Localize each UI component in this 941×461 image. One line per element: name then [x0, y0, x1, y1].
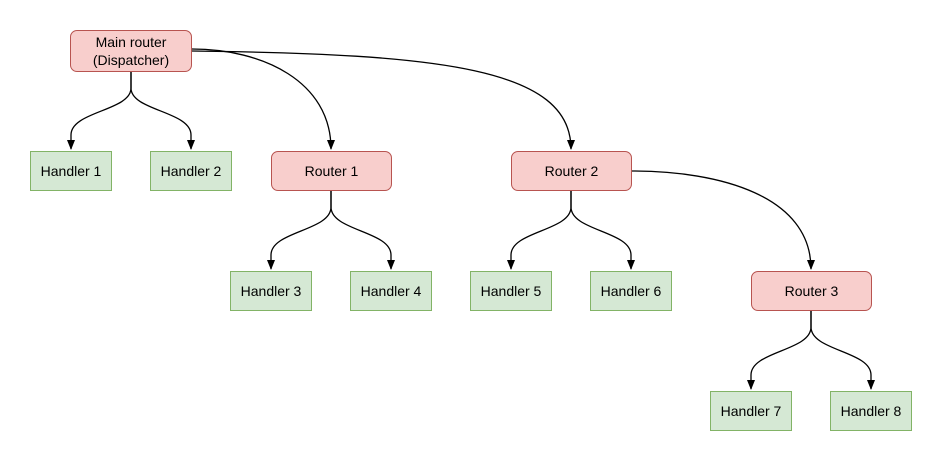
edge-router-3-to-handler-7 — [747, 311, 812, 390]
node-handler-5-label: Handler 5 — [480, 283, 542, 299]
edge-router-1-to-handler-4 — [330, 191, 395, 270]
node-handler-6-label: Handler 6 — [600, 283, 662, 299]
edge-main-router-to-handler-2 — [130, 72, 195, 150]
edge-main-router-to-router-2 — [191, 50, 575, 150]
node-main-router-label: Main router (Dispatcher) — [92, 34, 170, 68]
node-handler-4-label: Handler 4 — [360, 283, 422, 299]
node-handler-8[interactable]: Handler 8 — [830, 391, 912, 431]
node-handler-4[interactable]: Handler 4 — [350, 271, 432, 311]
edge-main-router-to-router-1 — [191, 48, 335, 150]
node-router-1[interactable]: Router 1 — [271, 151, 392, 191]
node-handler-8-label: Handler 8 — [840, 403, 902, 419]
edge-router-2-to-handler-5 — [507, 191, 572, 270]
edge-router-3-to-handler-8 — [810, 311, 875, 390]
node-handler-6[interactable]: Handler 6 — [590, 271, 672, 311]
node-handler-2-label: Handler 2 — [160, 163, 222, 179]
node-router-2-label: Router 2 — [544, 163, 599, 179]
edge-router-2-to-handler-6 — [570, 191, 635, 270]
node-router-1-label: Router 1 — [304, 163, 359, 179]
node-router-3-label: Router 3 — [784, 283, 839, 299]
node-handler-7-label: Handler 7 — [720, 403, 782, 419]
edge-main-router-to-handler-1 — [67, 72, 132, 150]
edge-router-2-to-router-3 — [631, 170, 815, 270]
node-handler-1-label: Handler 1 — [40, 163, 102, 179]
node-handler-1[interactable]: Handler 1 — [30, 151, 112, 191]
node-main-router[interactable]: Main router (Dispatcher) — [70, 30, 192, 72]
node-handler-3[interactable]: Handler 3 — [230, 271, 312, 311]
edge-router-1-to-handler-3 — [267, 191, 332, 270]
node-handler-7[interactable]: Handler 7 — [710, 391, 792, 431]
node-handler-3-label: Handler 3 — [240, 283, 302, 299]
node-router-3[interactable]: Router 3 — [751, 271, 872, 311]
node-router-2[interactable]: Router 2 — [511, 151, 632, 191]
node-handler-2[interactable]: Handler 2 — [150, 151, 232, 191]
node-handler-5[interactable]: Handler 5 — [470, 271, 552, 311]
